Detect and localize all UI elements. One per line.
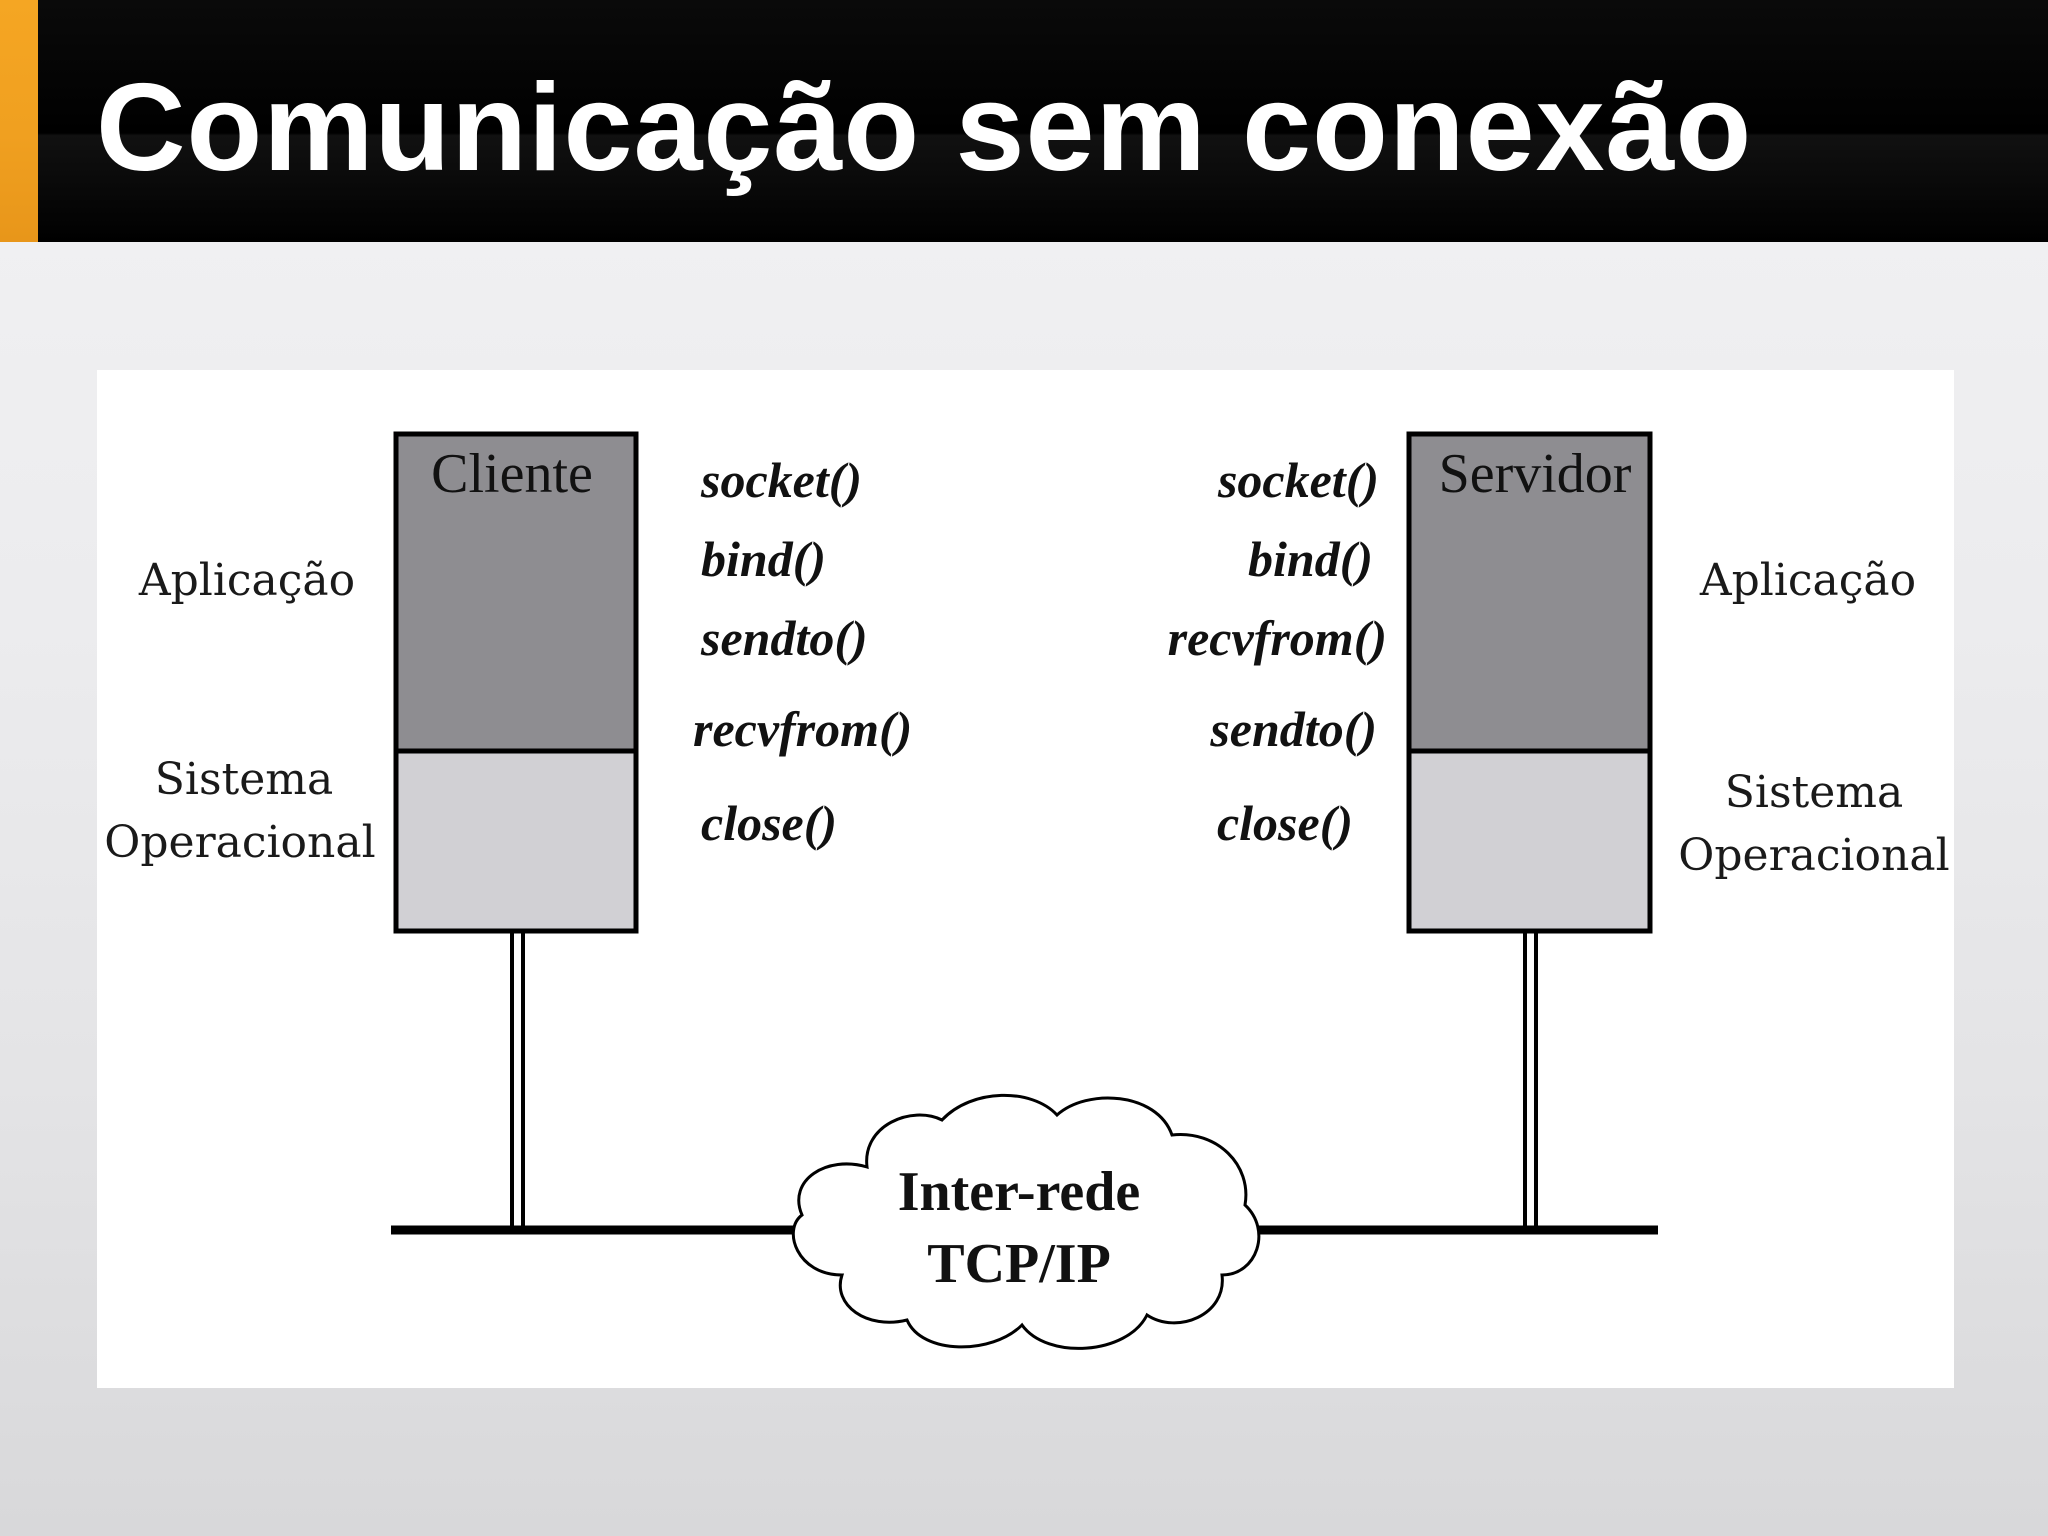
client-os-label-line1: Sistema (155, 754, 333, 805)
server-os-label-line1: Sistema (1725, 767, 1903, 818)
server-box: Servidor (1406, 431, 1653, 934)
title-bar: Comunicação sem conexão (0, 0, 2048, 242)
server-connector (1523, 931, 1538, 1230)
client-app-label: Aplicação (138, 555, 355, 606)
slide-title: Comunicação sem conexão (96, 59, 1753, 197)
server-os-label-line2: Operacional (1678, 830, 1949, 881)
server-os-layer (1406, 748, 1653, 934)
server-call-recvfrom: recvfrom() (1168, 610, 1387, 666)
server-call-socket: socket() (1217, 452, 1379, 508)
network-label-line2: TCP/IP (927, 1233, 1111, 1295)
client-call-close: close() (701, 795, 837, 851)
server-app-layer (1406, 431, 1653, 754)
connectionless-diagram: Aplicação Sistema Operacional Cliente so… (104, 431, 1950, 1350)
client-app-layer (393, 431, 639, 754)
client-call-recvfrom: recvfrom() (693, 701, 912, 757)
server-call-sendto: sendto() (1209, 701, 1377, 757)
client-box-title: Cliente (431, 443, 593, 505)
client-calls: socket() bind() sendto() recvfrom() clos… (693, 452, 912, 851)
network-label-line1: Inter-rede (898, 1161, 1141, 1223)
server-calls: socket() bind() recvfrom() sendto() clos… (1168, 452, 1387, 851)
client-os-layer (393, 748, 639, 934)
client-connector (510, 931, 525, 1230)
server-call-bind: bind() (1248, 531, 1373, 587)
internet-cloud (791, 1093, 1261, 1350)
server-call-close: close() (1217, 795, 1353, 851)
client-os-label-line2: Operacional (104, 817, 375, 868)
diagram-panel: Aplicação Sistema Operacional Cliente so… (97, 370, 1954, 1388)
client-call-socket: socket() (700, 452, 862, 508)
title-accent-strip (0, 0, 38, 242)
server-app-label: Aplicação (1699, 555, 1916, 606)
client-call-sendto: sendto() (700, 610, 868, 666)
client-box: Cliente (393, 431, 639, 934)
server-box-title: Servidor (1439, 443, 1632, 505)
client-call-bind: bind() (701, 531, 826, 587)
